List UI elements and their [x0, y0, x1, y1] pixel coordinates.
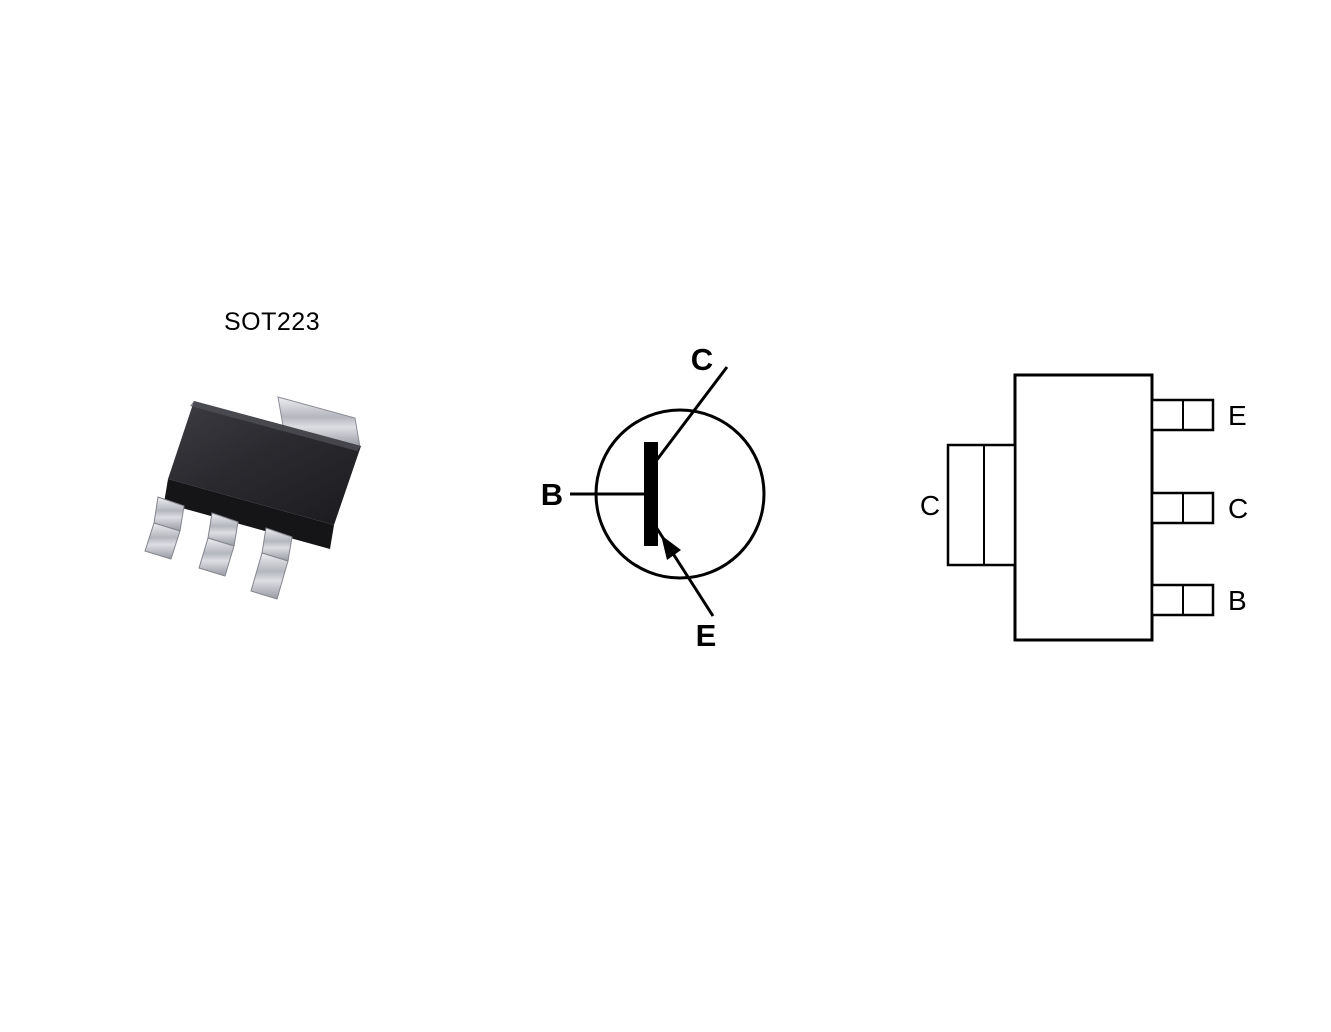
- pinout-tab-outline: [946, 443, 1017, 567]
- transistor-base-bar: [644, 442, 658, 546]
- pinout-pin-c-label: C: [1228, 493, 1248, 524]
- emitter-label: E: [696, 618, 717, 653]
- pinout-pin-b-label: B: [1228, 585, 1247, 616]
- package-body-edge-highlight: [190, 401, 361, 451]
- package-body-front: [164, 479, 334, 549]
- package-lead-foot: [144, 522, 181, 560]
- transistor-collector-line: [654, 366, 729, 462]
- package-name-label: SOT223: [224, 308, 321, 336]
- package-lead-foot: [198, 537, 235, 577]
- pinout-body-outline: [1013, 373, 1154, 642]
- package-lead-foot: [250, 552, 289, 600]
- collector-label: C: [691, 342, 713, 377]
- transistor-symbol: C B E: [541, 342, 766, 653]
- base-label: B: [541, 477, 563, 512]
- transistor-emitter-arrow: [661, 535, 681, 560]
- package-body-top: [168, 401, 361, 525]
- pinout-pin-e-label: E: [1228, 400, 1247, 431]
- package-3d-image: [144, 396, 361, 600]
- pinout-tab-label: C: [920, 490, 940, 521]
- pinout-diagram: C E C B: [920, 373, 1248, 642]
